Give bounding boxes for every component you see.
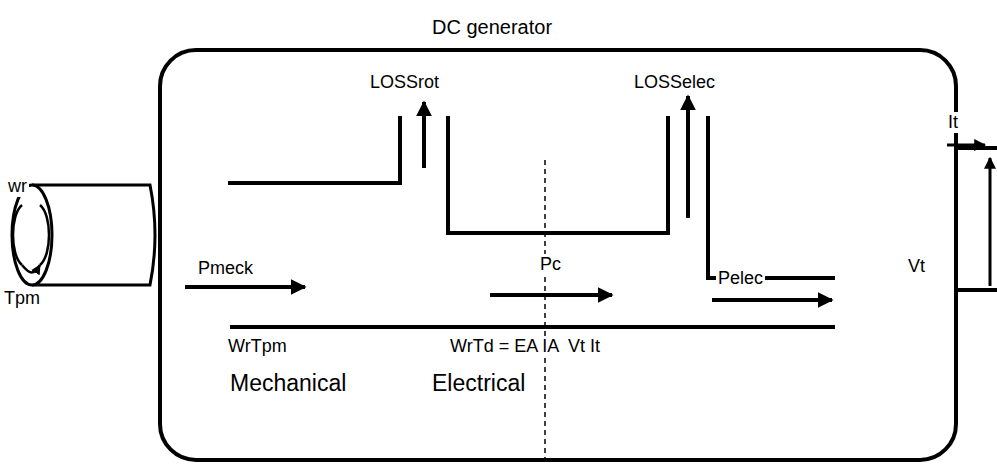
shaft-cylinder <box>12 185 155 285</box>
power-label: Pmeck <box>196 258 255 279</box>
power-expression: WrTpm <box>226 336 289 357</box>
speed-symbol: wr <box>6 176 29 197</box>
power-flow-band <box>228 116 835 327</box>
divider-line <box>544 160 546 462</box>
flow-arrows <box>185 96 832 300</box>
voltage-symbol: Vt <box>906 256 927 277</box>
current-symbol: It <box>946 112 960 133</box>
loss-label: LOSSelec <box>632 72 717 93</box>
power-label: Pc <box>538 254 563 275</box>
section-label: Mechanical <box>228 370 348 396</box>
section-label: Electrical <box>430 370 527 396</box>
power-label: Pelec <box>716 268 765 289</box>
power-expression: WrTd = EA IA <box>448 336 561 357</box>
power-expression: Vt It <box>566 336 602 357</box>
torque-symbol: Tpm <box>2 288 42 309</box>
title-heading: DC generator <box>432 16 552 39</box>
loss-label: LOSSrot <box>368 72 441 93</box>
